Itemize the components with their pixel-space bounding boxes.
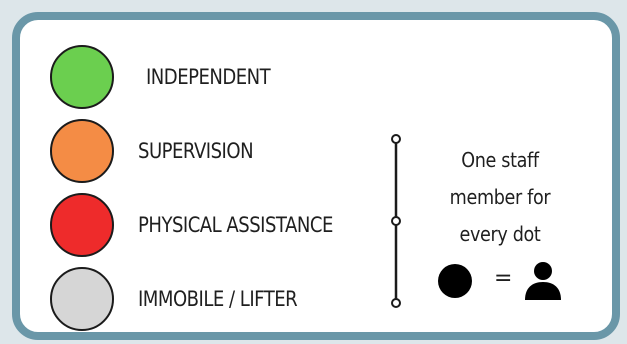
staff-note-line-2: member for [449, 185, 551, 209]
dot-equals-person: = [438, 260, 568, 304]
black-dot-icon [438, 264, 472, 298]
legend-label-supervision: SUPERVISION [138, 139, 254, 163]
legend-item-supervision: SUPERVISION [50, 118, 272, 184]
legend-item-immobile-lifter: IMMOBILE / LIFTER [50, 266, 323, 332]
legend-label-immobile-lifter: IMMOBILE / LIFTER [138, 287, 298, 311]
legend-label-physical-assistance: PHYSICAL ASSISTANCE [138, 213, 333, 237]
green-dot-icon [50, 45, 114, 109]
legend-label-independent: INDEPENDENT [146, 65, 271, 89]
equals-sign: = [494, 266, 513, 291]
vertical-scale-icon [391, 134, 401, 308]
staff-note: One staff member for every dot [430, 142, 570, 253]
orange-dot-icon [50, 119, 114, 183]
red-dot-icon [50, 193, 114, 257]
legend-item-independent: INDEPENDENT [50, 44, 290, 110]
grey-dot-icon [50, 267, 114, 331]
legend-card: INDEPENDENT SUPERVISION PHYSICAL ASSISTA… [12, 12, 620, 340]
staff-note-line-1: One staff [461, 148, 539, 172]
legend-item-physical-assistance: PHYSICAL ASSISTANCE [50, 192, 365, 258]
person-icon [525, 262, 561, 300]
staff-note-line-3: every dot [459, 222, 541, 246]
